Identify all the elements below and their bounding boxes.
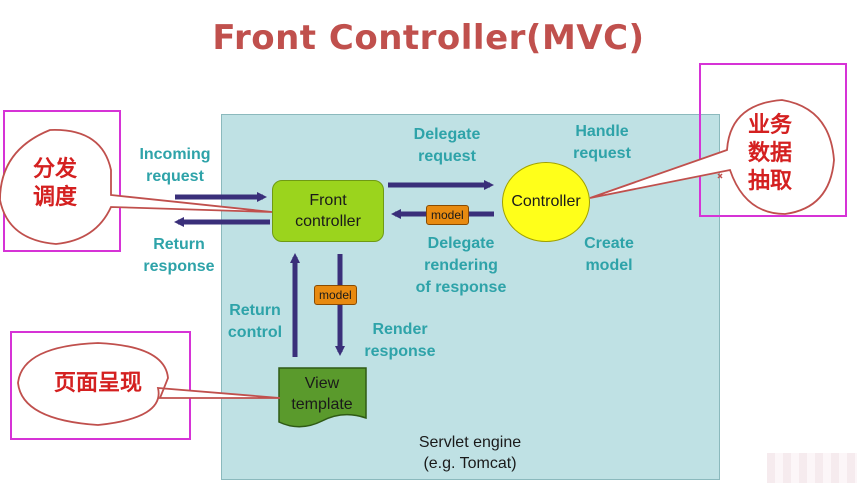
render-response-label: Render response (364, 321, 436, 360)
dispatch-annotation-text: 分发 调度 (32, 157, 77, 210)
page-annotation-box (10, 331, 191, 440)
return-response-label: Return response (143, 236, 215, 275)
watermark-blur (767, 453, 857, 483)
view-template-shape (278, 367, 367, 428)
incoming-request-label: Incoming request (139, 146, 211, 185)
handle-request-label: Handle request (573, 123, 631, 162)
dispatch-callout (0, 129, 273, 245)
sparkle-decoration (717, 173, 723, 179)
page-callout (17, 342, 281, 426)
model-tag-render: model (314, 285, 357, 305)
delegate-request-label: Delegate request (413, 126, 481, 165)
business-callout (589, 99, 835, 215)
model-tag-delegate: model (426, 205, 469, 225)
view-template-label: View template (291, 375, 353, 413)
servlet-engine-caption: Servlet engine (e.g. Tomcat) (418, 434, 522, 472)
business-annotation-box (699, 63, 847, 217)
create-model-label: Create model (584, 235, 634, 274)
controller-node: Controller (502, 162, 590, 242)
return-control-label: Return control (227, 302, 283, 341)
front-controller-node: Front controller (272, 180, 384, 242)
business-annotation-text: 业务 数据 抽取 (747, 113, 792, 194)
diagram-title: Front Controller(MVC) (212, 18, 645, 58)
delegate-rendering-label: Delegate rendering of response (415, 235, 507, 296)
page-annotation-text: 页面呈现 (53, 371, 142, 396)
